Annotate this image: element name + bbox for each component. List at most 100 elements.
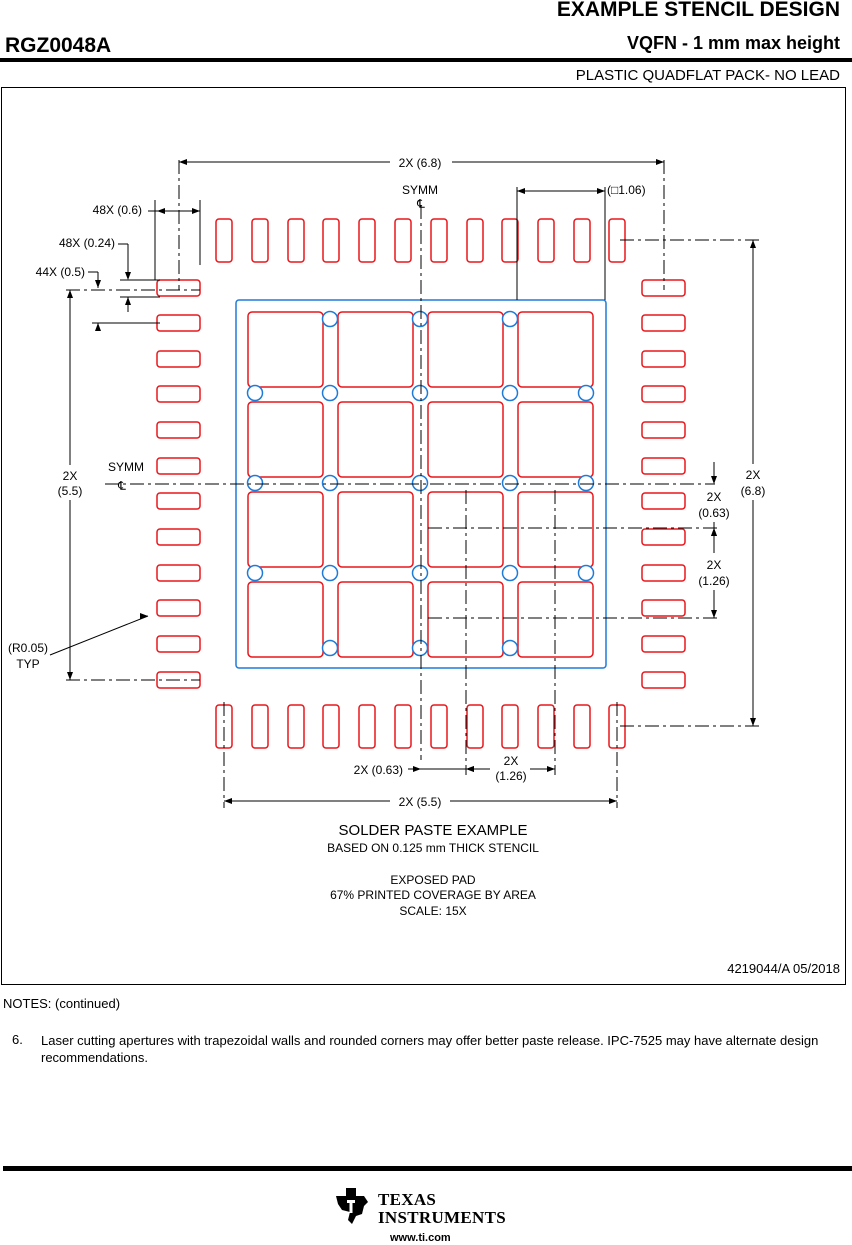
drawing-reference: 4219044/A 05/2018 (727, 961, 840, 976)
dimension-arrow (224, 798, 232, 804)
thermal-via (321, 310, 339, 328)
offset-bottom-label: 2X (0.63) (354, 763, 403, 777)
exposed-pad-label: EXPOSED PAD (390, 873, 475, 887)
left-pad (156, 564, 201, 582)
centerline-icon: ℄ (416, 197, 425, 211)
paste-window (517, 311, 594, 388)
dimension-arrow (750, 718, 756, 726)
thermal-via (321, 639, 339, 657)
span-left-label: 2X (63, 469, 78, 483)
ti-brand-line1: Texas (378, 1190, 437, 1209)
dimension-arrow (125, 297, 131, 305)
spacing-right-label: 2X (707, 558, 722, 572)
right-pad (641, 421, 686, 439)
paste-window (247, 311, 324, 388)
dimension-labels: 2X (6.8) SYMM ℄ (□1.06) 48X (0.6) 48X (0… (8, 156, 765, 918)
dimension-arrow (179, 159, 187, 165)
dimension-arrow (517, 188, 525, 194)
drawing-frame (1, 87, 846, 985)
thermal-via (577, 564, 595, 582)
package-code: RGZ0048A (5, 34, 112, 57)
caption-subtitle: BASED ON 0.125 mm THICK STENCIL (327, 841, 539, 855)
leader-arrow (140, 613, 148, 619)
leader-line (49, 615, 149, 656)
thermal-via (577, 474, 595, 492)
spacing-bottom-label: 2X (504, 754, 519, 768)
coverage-label: 67% PRINTED COVERAGE BY AREA (330, 888, 536, 902)
bottom-pad (537, 704, 555, 749)
dimension-arrow (67, 290, 73, 298)
thermal-via (246, 384, 264, 402)
paste-window (517, 401, 594, 478)
right-pad (641, 350, 686, 368)
thermal-via (246, 564, 264, 582)
centerline-icon: ℄ (117, 479, 126, 493)
note-number: 6. (12, 1032, 23, 1047)
thermal-via (501, 384, 519, 402)
paste-window (517, 581, 594, 658)
top-pad (573, 218, 591, 263)
pad-group (156, 218, 686, 749)
thermal-via (501, 310, 519, 328)
dimension-arrow (656, 159, 664, 165)
bottom-pad (394, 704, 412, 749)
document-title: EXAMPLE STENCIL DESIGN (556, 0, 840, 21)
thermal-via (246, 474, 264, 492)
thermal-via (411, 474, 429, 492)
left-pad (156, 599, 201, 617)
note-text: Laser cutting apertures with trapezoidal… (41, 1033, 819, 1065)
left-pad (156, 492, 201, 510)
stencil-drawing: 2X (6.8) SYMM ℄ (□1.06) 48X (0.6) 48X (0… (8, 156, 765, 918)
span-left-value: (5.5) (58, 484, 83, 498)
right-pad (641, 564, 686, 582)
dimension-arrow (547, 766, 555, 772)
notes-heading: NOTES: (continued) (3, 996, 121, 1011)
offset-right-label: 2X (707, 490, 722, 504)
thermal-via (411, 384, 429, 402)
footer-rule (3, 1166, 852, 1171)
symm-label-top: SYMM (402, 183, 438, 197)
dimension-arrow (67, 672, 73, 680)
dimension-arrow (125, 272, 131, 280)
bottom-pad (430, 704, 448, 749)
paste-window (337, 311, 414, 388)
ti-brand-line2: Instruments (378, 1208, 506, 1227)
top-pad (358, 218, 376, 263)
radius-typ-label: TYP (16, 657, 39, 671)
right-pad (641, 599, 686, 617)
symm-label-left: SYMM (108, 460, 144, 474)
right-pad (641, 635, 686, 653)
bottom-pad (573, 704, 591, 749)
top-pad (394, 218, 412, 263)
top-pad (430, 218, 448, 263)
top-pad (322, 218, 340, 263)
paste-window (337, 581, 414, 658)
thermal-via (577, 384, 595, 402)
spacing-right-value: (1.26) (698, 574, 729, 588)
top-pad (501, 218, 519, 263)
thermal-via (501, 474, 519, 492)
left-pad (156, 314, 201, 332)
paste-window (427, 581, 504, 658)
dimension-arrow (597, 188, 605, 194)
offset-right-value: (0.63) (698, 506, 729, 520)
left-pad (156, 350, 201, 368)
dimension-lines (49, 159, 760, 808)
scale-label: SCALE: 15X (399, 904, 466, 918)
window-size-label: (□1.06) (607, 183, 646, 197)
dimension-arrow (711, 610, 717, 618)
overall-height-value: (6.8) (741, 484, 766, 498)
bottom-pad (287, 704, 305, 749)
thermal-via (321, 384, 339, 402)
pad-width-label: 48X (0.24) (59, 236, 115, 250)
top-pad (251, 218, 269, 263)
right-pad (641, 492, 686, 510)
paste-window (337, 491, 414, 568)
dimension-arrow (750, 240, 756, 248)
thermal-via (411, 639, 429, 657)
dimension-arrow (95, 280, 101, 288)
top-pad (466, 218, 484, 263)
bottom-pad (251, 704, 269, 749)
header-rule (0, 58, 852, 62)
thermal-via (411, 564, 429, 582)
